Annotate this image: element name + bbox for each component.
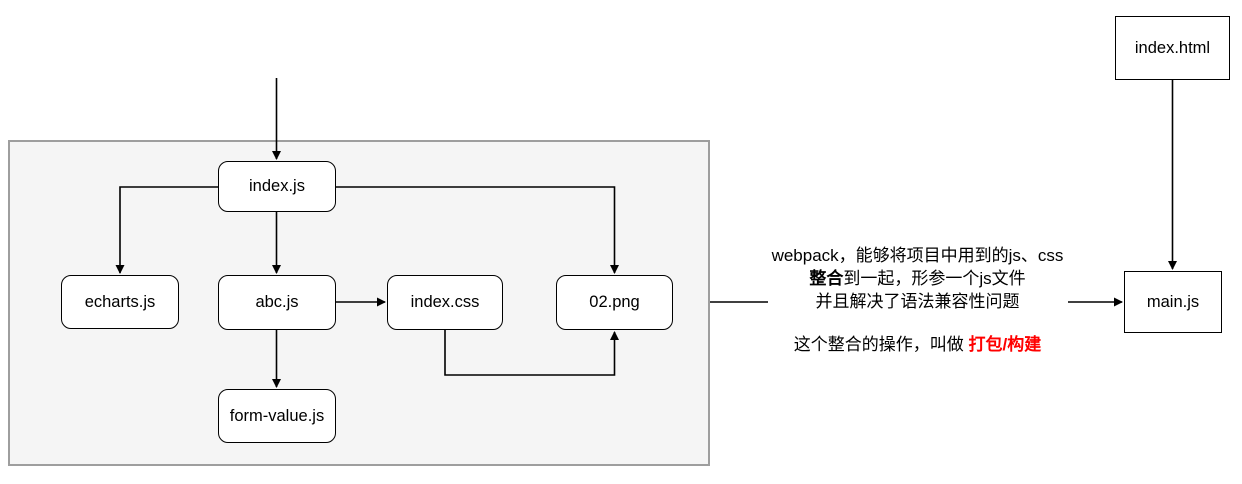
webpack-annotation: webpack，能够将项目中用到的js、css 整合到一起，形参一个js文件并且解…	[745, 244, 1090, 356]
node-label-abc-js: abc.js	[255, 293, 299, 311]
node-index-html: index.html	[1115, 16, 1230, 80]
node-label-index-html: index.html	[1134, 38, 1211, 57]
annotation-text: 并且解决了语法兼容性问题	[815, 292, 1020, 311]
node-echarts-js: echarts.js	[61, 275, 179, 329]
annotation-line-4: 这个整合的操作，叫做 打包/构建	[745, 333, 1090, 356]
node-main-js: main.js	[1124, 271, 1222, 333]
annotation-text: 这个整合的操作，叫做	[793, 335, 969, 354]
annotation-text: 打包/构建	[968, 335, 1042, 354]
node-index-js: index.js	[218, 161, 336, 212]
node-label-index-js: index.js	[249, 177, 305, 195]
node-form-value-js: form-value.js	[218, 389, 336, 443]
node-index-css: index.css	[387, 275, 503, 330]
annotation-text: webpack，能够将项目中用到的js、css	[771, 246, 1064, 265]
annotation-text: 到一起，形参一个js文件	[843, 269, 1026, 288]
annotation-text: 整合	[809, 269, 844, 288]
annotation-line-3: 并且解决了语法兼容性问题	[745, 290, 1090, 313]
annotation-line-1: webpack，能够将项目中用到的js、css	[745, 244, 1090, 267]
node-label-index-css: index.css	[410, 293, 480, 311]
annotation-line-2: 整合到一起，形参一个js文件	[745, 267, 1090, 290]
node-abc-js: abc.js	[218, 275, 336, 330]
node-label-echarts-js: echarts.js	[84, 292, 156, 311]
node-label-form-value-js: form-value.js	[229, 406, 325, 425]
node-label-main-js: main.js	[1146, 292, 1200, 311]
node-02-png: 02.png	[556, 275, 673, 330]
node-label-02-png: 02.png	[589, 293, 640, 311]
